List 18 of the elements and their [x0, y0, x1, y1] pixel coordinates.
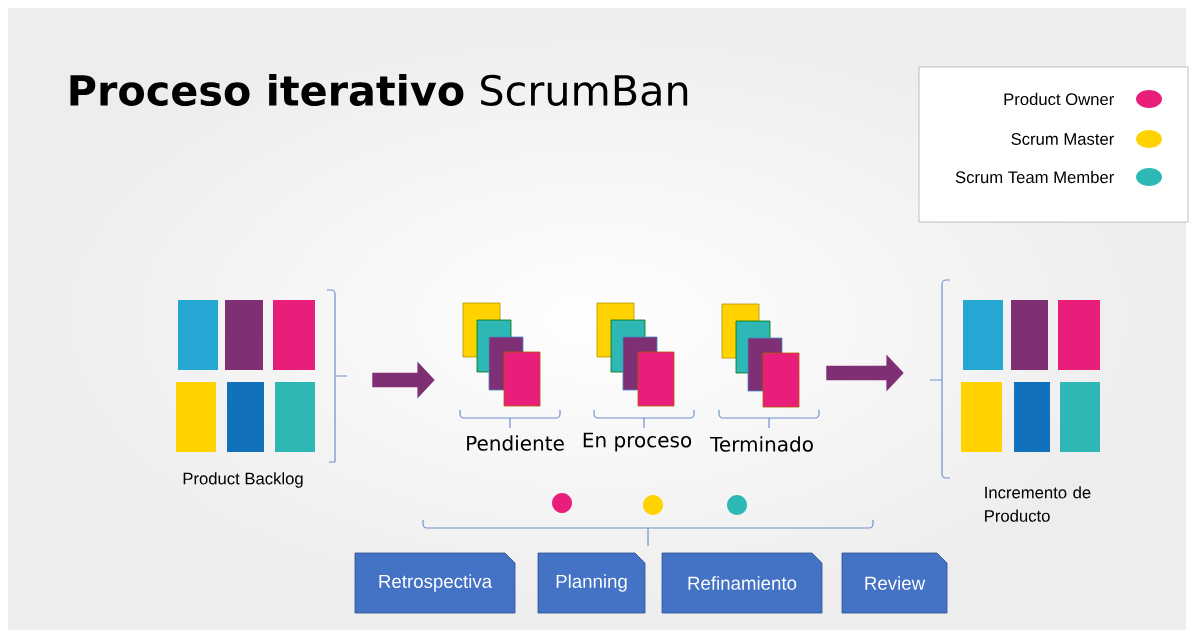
card-stack-drawing — [596, 302, 675, 407]
card-stack-drawing — [721, 303, 800, 408]
title: Proceso iterativo ScrumBan — [70, 74, 688, 106]
meeting-box: Retrospectiva — [354, 552, 516, 614]
card-grid-drawing — [176, 300, 315, 452]
meeting-box: Review — [841, 552, 948, 614]
node-label: Incremento de Producto — [985, 486, 1091, 522]
node-label: Product Backlog — [183, 472, 303, 488]
meeting-box: Planning — [537, 552, 646, 614]
meeting-box: Refinamiento — [661, 552, 823, 614]
node-label: En proceso — [583, 432, 692, 452]
legend-label: Product Owner — [1004, 92, 1114, 106]
card-grid-drawing — [961, 300, 1100, 452]
node-label: Pendiente — [467, 435, 564, 451]
legend-label: Scrum Master — [1011, 133, 1114, 145]
card-stack-drawing — [462, 302, 541, 407]
legend-label: Scrum Team Member — [955, 170, 1114, 184]
node-label: Terminado — [710, 436, 813, 452]
